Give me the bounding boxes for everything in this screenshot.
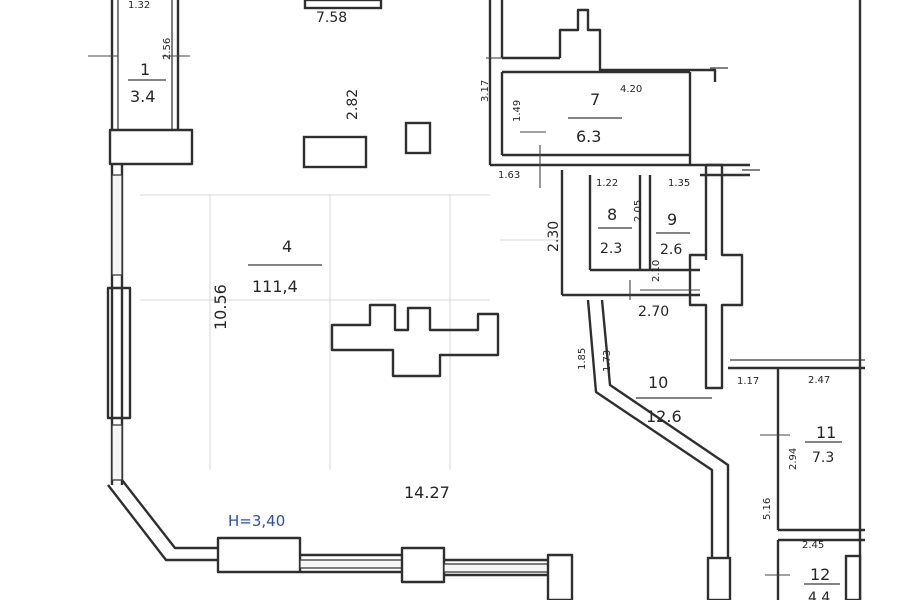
room-number: 1 [140, 60, 150, 79]
room-number: 12 [810, 565, 830, 584]
room-1-walls [108, 0, 383, 166]
dim-2-82: 2.82 [345, 89, 361, 120]
room-number: 8 [607, 205, 617, 224]
room-9-label: 9 2.6 [656, 210, 690, 258]
dim-1-49: 1.49 [512, 100, 523, 122]
dim-2-10: 2.10 [651, 260, 662, 282]
dim-5-16: 5.16 [762, 498, 773, 520]
dim-2-56: 2.56 [162, 38, 173, 60]
dim-2-05: 2.05 [633, 200, 644, 222]
room-area: 111,4 [252, 277, 298, 296]
dim-1-35: 1.35 [668, 178, 690, 189]
dim-2-94: 2.94 [788, 448, 799, 470]
dim-2-30: 2.30 [546, 221, 562, 252]
room-area: 4.4 [808, 590, 830, 600]
dim-14-27: 14.27 [404, 483, 450, 502]
dim-2-47: 2.47 [808, 375, 830, 386]
room-number: 9 [667, 210, 677, 229]
room-1-label: 1 3.4 [128, 60, 166, 106]
room-area: 7.3 [812, 450, 834, 466]
room-11-label: 11 7.3 [805, 423, 842, 466]
rooms-11-12-walls [728, 0, 865, 600]
ceiling-height-note: H=3,40 [228, 512, 285, 530]
room-10-walls [586, 299, 732, 600]
room-8-label: 8 2.3 [598, 205, 632, 257]
interior-columns [302, 121, 500, 378]
dim-1-32: 1.32 [128, 0, 150, 11]
dim-1-73: 1.73 [602, 350, 613, 372]
dim-1-85: 1.85 [577, 348, 588, 370]
dim-2-45: 2.45 [802, 540, 824, 551]
dim-2-70: 2.70 [638, 304, 669, 320]
left-exterior-wall [106, 164, 132, 485]
dimension-ticks [88, 55, 790, 576]
room-number: 10 [648, 373, 668, 392]
dim-1-17: 1.17 [737, 376, 759, 387]
dim-7-58: 7.58 [316, 10, 347, 26]
room-4-label: 4 111,4 [248, 237, 322, 296]
room-area: 12.6 [646, 407, 682, 426]
dim-3-17: 3.17 [480, 80, 491, 102]
room-7-label: 7 6.3 [568, 90, 622, 146]
room-10-label: 10 12.6 [636, 373, 712, 426]
dim-10-56: 10.56 [211, 284, 230, 330]
room-12-label: 12 4.4 [804, 565, 840, 600]
dim-1-22: 1.22 [596, 178, 618, 189]
dim-1-63: 1.63 [498, 170, 520, 181]
dim-4-20: 4.20 [620, 84, 642, 95]
bottom-exterior-wall [107, 479, 574, 600]
room-number: 7 [590, 90, 600, 109]
room-number: 11 [816, 423, 836, 442]
rooms-8-9-walls [560, 163, 744, 390]
room-area: 6.3 [576, 127, 601, 146]
room-area: 2.6 [660, 242, 682, 258]
room-number: 4 [282, 237, 292, 256]
paper-bleed-lines [140, 194, 560, 470]
dimension-labels: 1.32 7.58 2.56 2.82 3.17 1.49 4.20 1.63 … [128, 0, 830, 551]
room-area: 3.4 [130, 87, 155, 106]
room-area: 2.3 [600, 241, 622, 257]
